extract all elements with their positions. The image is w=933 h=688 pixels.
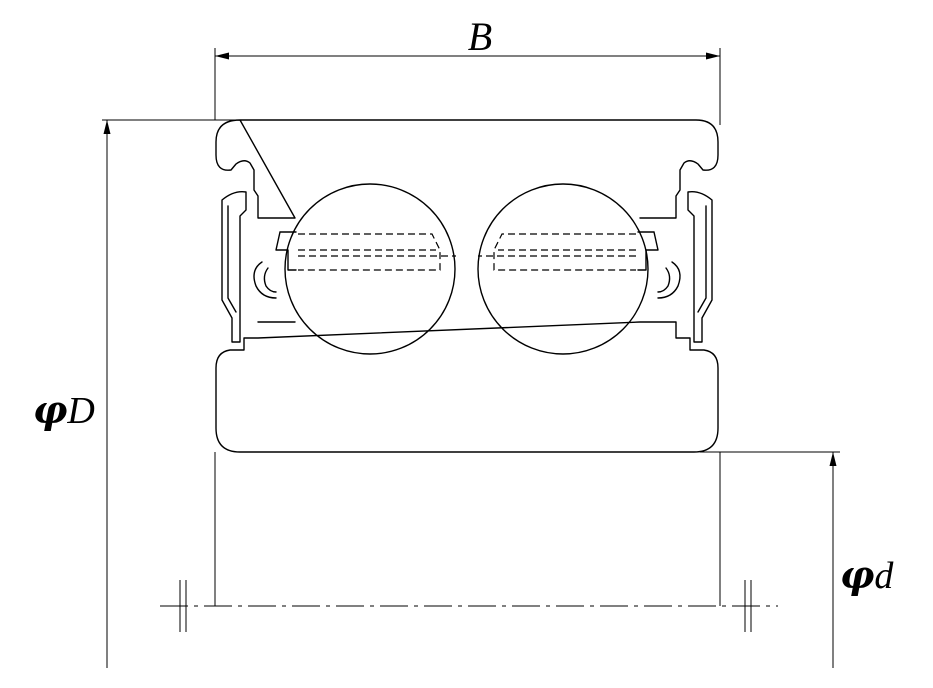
inner-diameter-letter: d xyxy=(874,555,894,597)
width-label: B xyxy=(468,14,492,59)
right-seal xyxy=(657,190,713,343)
cage xyxy=(275,231,659,271)
width-dimension: B xyxy=(214,14,721,125)
ball-left xyxy=(284,183,456,355)
phi-symbol-inner: φ xyxy=(840,552,874,597)
outer-diameter-label: φD xyxy=(33,387,95,432)
inner-diameter-dimension: φd xyxy=(700,451,894,668)
phi-symbol-outer: φ xyxy=(33,387,67,432)
outer-diameter-dimension: φD xyxy=(33,119,240,668)
left-seal xyxy=(221,190,277,343)
inner-ring xyxy=(215,321,719,453)
centerline xyxy=(160,452,778,632)
inner-diameter-label: φd xyxy=(840,552,894,597)
ball-right xyxy=(477,183,649,355)
outer-ring xyxy=(215,119,719,219)
outer-diameter-letter: D xyxy=(66,390,94,432)
